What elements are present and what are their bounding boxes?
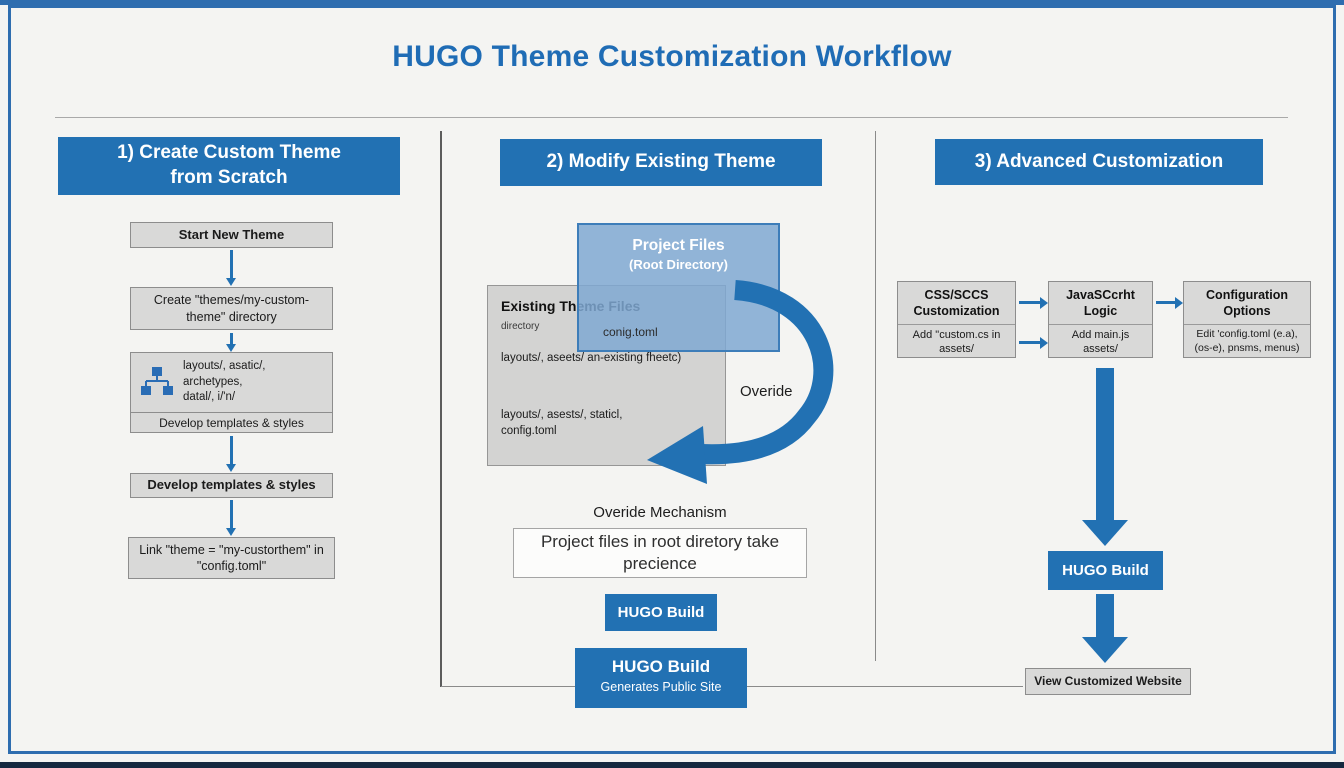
col2-header: 2) Modify Existing Theme: [500, 139, 822, 186]
theme-structure-text: layouts/, asatic/, archetypes, datal/, i…: [183, 360, 266, 404]
hugo-build-box-col3: HUGO Build: [1048, 551, 1163, 590]
down-block-arrow-icon: [1096, 368, 1114, 520]
configuration-options-title: Configuration Options: [1206, 288, 1288, 318]
column-divider-1: [440, 131, 442, 687]
col3-header: 3) Advanced Customization: [935, 139, 1263, 185]
arrow-down-icon: [230, 436, 233, 464]
javascript-logic-box: JavaSCcrht Logic Add main.js assets/: [1048, 281, 1153, 358]
project-files-title: Project Files: [632, 237, 725, 254]
config-toml-label: conig.toml: [603, 325, 658, 339]
frame-bottom-band: [0, 762, 1344, 768]
step-create-theme-directory: Create "themes/my-custom- theme" directo…: [130, 287, 333, 330]
css-customization-body: Add "custom.cs in assets/: [898, 324, 1015, 357]
step-develop-templates: Develop templates & styles: [130, 473, 333, 498]
css-customization-title: CSS/SCCS Customization: [913, 288, 1000, 318]
javascript-logic-title: JavaSCcrht Logic: [1066, 288, 1135, 318]
arrow-right-icon: [1019, 301, 1040, 304]
override-label: Overide: [740, 383, 793, 400]
precedence-note-box: Project files in root diretory take prec…: [513, 528, 807, 578]
down-block-arrow-icon: [1096, 594, 1114, 637]
hugo-build-button: HUGO Build: [605, 594, 717, 631]
title-divider: [55, 117, 1288, 118]
folder-tree-icon: [131, 366, 183, 400]
step-start-new-theme: Start New Theme: [130, 222, 333, 248]
javascript-logic-body: Add main.js assets/: [1049, 324, 1152, 357]
arrow-right-icon: [1156, 301, 1175, 304]
theme-structure-footer: Develop templates & styles: [131, 412, 332, 433]
hugo-build-box-title: HUGO Build: [611, 657, 711, 676]
arrow-right-icon: [1019, 341, 1040, 344]
existing-theme-files-subtitle: directory: [501, 321, 540, 332]
configuration-options-box: Configuration Options Edit 'config.toml …: [1183, 281, 1311, 358]
override-mechanism-label: Overide Mechanism: [593, 504, 727, 521]
existing-theme-files-line2: layouts/, asests/, staticl, config.toml: [501, 409, 623, 437]
arrow-down-icon: [230, 333, 233, 344]
arrow-down-icon: [230, 250, 233, 278]
css-customization-box: CSS/SCCS Customization Add "custom.cs in…: [897, 281, 1016, 358]
frame-top-band: [0, 0, 1344, 5]
page-title: HUGO Theme Customization Workflow: [392, 40, 952, 73]
arrow-down-icon: [230, 500, 233, 528]
configuration-options-body: Edit 'config.toml (e.a), (os-e), pnsms, …: [1184, 324, 1310, 355]
project-files-subtitle: (Root Directory): [629, 257, 728, 272]
theme-structure-row: layouts/, asatic/, archetypes, datal/, i…: [131, 353, 332, 412]
step-theme-structure: layouts/, asatic/, archetypes, datal/, i…: [130, 352, 333, 433]
column-divider-2: [875, 131, 876, 661]
view-customized-website-box: View Customized Website: [1025, 668, 1191, 695]
step-link-theme-config: Link "theme = "my-custorthem" in "config…: [128, 537, 335, 579]
hugo-build-box-subtitle: Generates Public Site: [600, 680, 722, 694]
hugo-build-box: HUGO Build Generates Public Site: [575, 648, 747, 708]
existing-theme-files-line1: layouts/, aseets/ an-existing fheetc): [501, 352, 682, 364]
col1-header: 1) Create Custom Theme from Scratch: [58, 137, 400, 195]
override-curved-arrow-icon: [647, 280, 834, 484]
